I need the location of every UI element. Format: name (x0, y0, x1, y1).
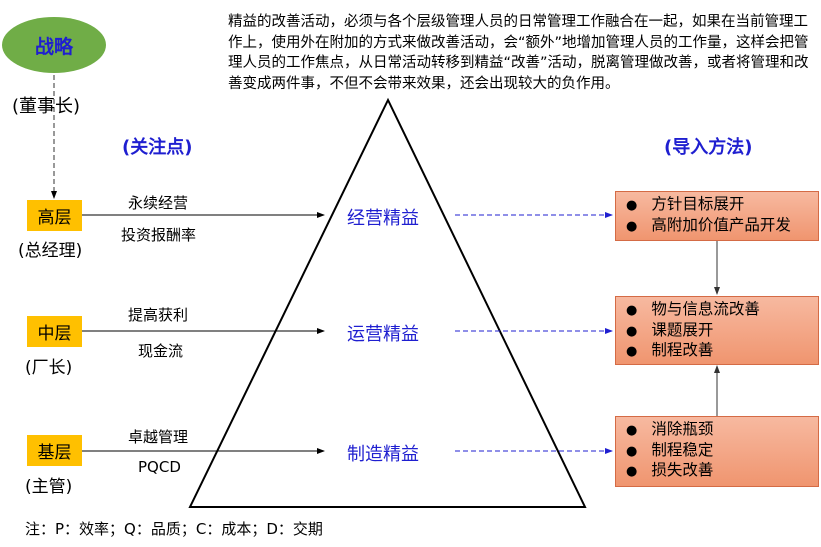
method-box-base: 消除瓶颈 制程稳定 损失改善 (615, 416, 819, 487)
level-top-role: (总经理) (18, 241, 83, 261)
method-item: 损失改善 (626, 461, 818, 482)
strategy-role: (董事长) (12, 96, 81, 117)
pyramid-triangle (188, 97, 587, 508)
focus-top-1: 永续经营 (128, 194, 189, 212)
method-header: (导入方法) (664, 137, 753, 158)
method-box-top: 方针目标展开 高附加价值产品开发 (615, 191, 819, 241)
focus-mid-1: 提高获利 (128, 306, 189, 324)
strategy-oval: 战略 (2, 17, 106, 73)
footnote: 注：P：效率；Q：品质；C：成本；D：交期 (25, 520, 323, 538)
focus-top-2: 投资报酬率 (121, 226, 197, 244)
focus-mid-2: 现金流 (138, 342, 184, 360)
level-base-box: 基层 (27, 435, 82, 466)
method-item: 高附加价值产品开发 (626, 216, 818, 237)
method-item: 方针目标展开 (626, 195, 818, 216)
focus-base-1: 卓越管理 (128, 428, 189, 446)
method-item: 制程改善 (626, 341, 818, 362)
level-top-box: 高层 (27, 200, 82, 231)
lean-top: 经营精益 (347, 208, 419, 229)
method-item: 物与信息流改善 (626, 300, 818, 321)
level-base-role: (主管) (25, 477, 73, 497)
method-item: 课题展开 (626, 321, 818, 342)
lean-base: 制造精益 (347, 444, 419, 465)
method-item: 制程稳定 (626, 441, 818, 462)
level-mid-box: 中层 (27, 316, 82, 347)
method-box-mid: 物与信息流改善 课题展开 制程改善 (615, 296, 819, 365)
description-paragraph: 精益的改善活动，必须与各个层级管理人员的日常管理工作融合在一起，如果在当前管理工… (228, 14, 809, 92)
method-item: 消除瓶颈 (626, 420, 818, 441)
level-mid-role: (厂长) (25, 358, 73, 378)
focus-base-2: PQCD (138, 458, 181, 476)
lean-mid: 运营精益 (347, 324, 419, 345)
focus-header: (关注点) (122, 137, 193, 158)
